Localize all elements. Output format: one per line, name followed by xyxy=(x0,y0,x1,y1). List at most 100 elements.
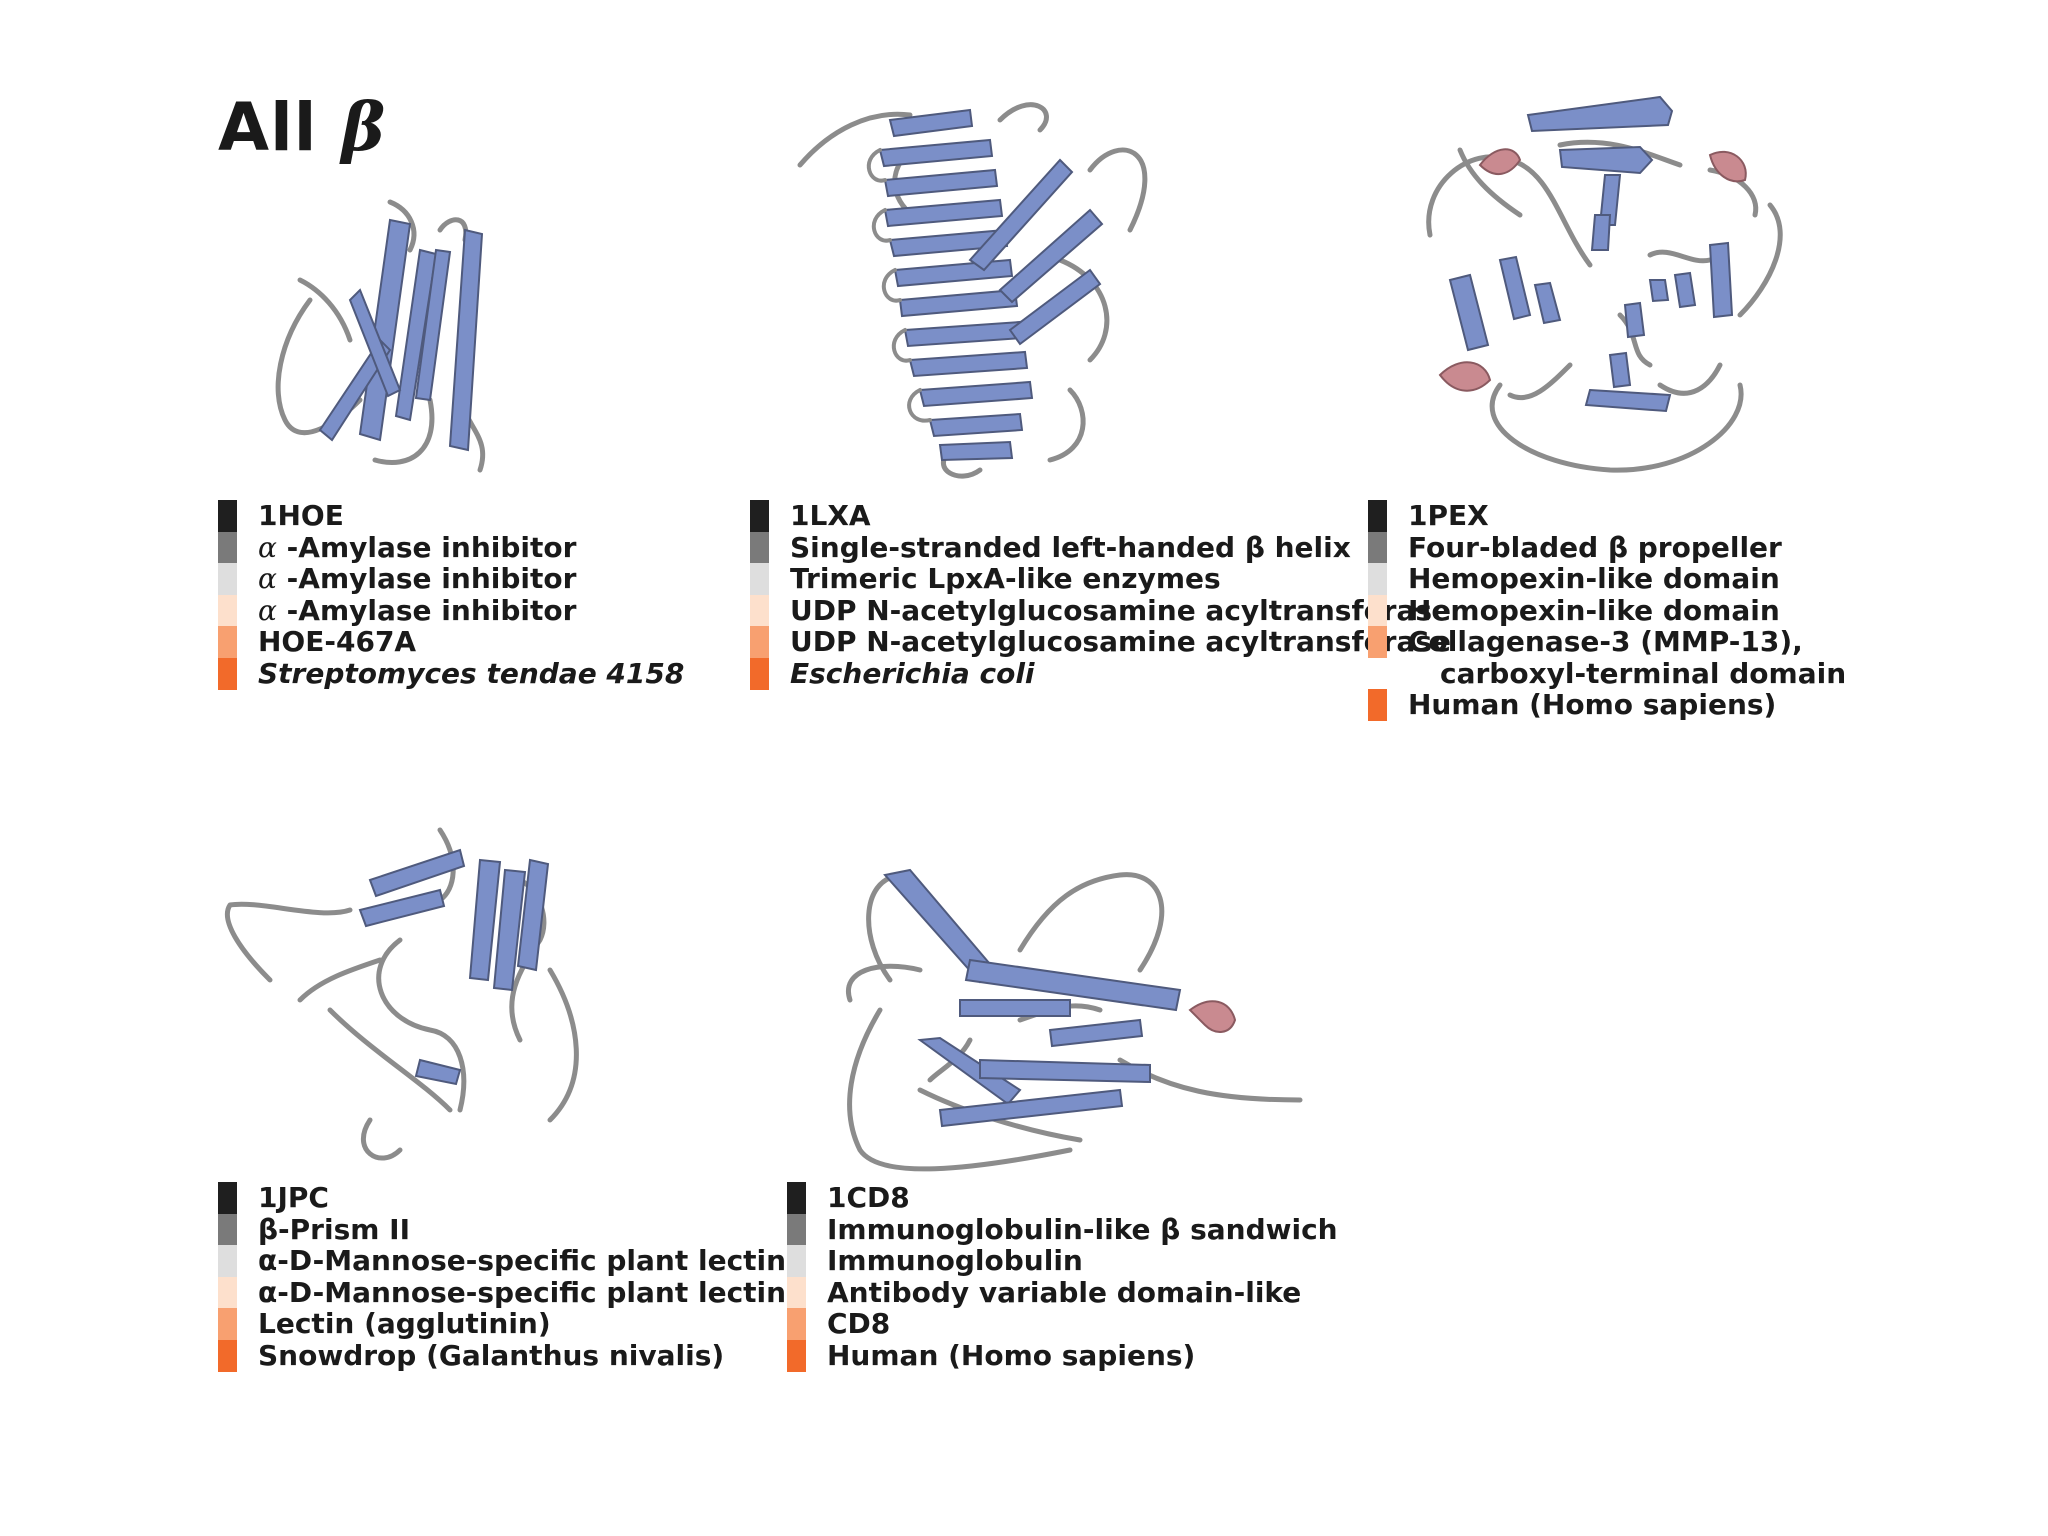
superfamily-label: α-D-Mannose-specific plant lectins xyxy=(258,1244,803,1278)
legend-row: α -Amylase inhibitor xyxy=(218,593,684,627)
species-label: Snowdrop (Galanthus nivalis) xyxy=(258,1338,725,1372)
level-swatch xyxy=(787,1308,806,1340)
level-swatch xyxy=(218,1245,237,1277)
protein-label: HOE-467A xyxy=(258,625,417,659)
family-label: Hemopexin-like domain xyxy=(1408,593,1780,627)
legend-row: 1CD8 xyxy=(787,1182,1338,1214)
structure-1hoe xyxy=(275,199,486,473)
family-label: UDP N-acetylglucosamine acyltransferase xyxy=(790,593,1451,627)
legend-row: UDP N-acetylglucosamine acyltransferase xyxy=(750,593,1451,627)
legend-row: Hemopexin-like domain xyxy=(1368,593,1846,627)
pdb-id: 1JPC xyxy=(258,1181,329,1214)
level-swatch xyxy=(1368,689,1387,721)
level-swatch xyxy=(1368,500,1387,532)
level-swatch xyxy=(218,500,237,532)
legend-row: UDP N-acetylglucosamine acyltransferase xyxy=(750,626,1451,658)
protein-label: Lectin (agglutinin) xyxy=(258,1307,551,1341)
legend-row: Four-bladed β propeller xyxy=(1368,530,1846,564)
species-label: Human (Homo sapiens) xyxy=(1408,688,1777,722)
legend-1cd8: 1CD8 Immunoglobulin-like β sandwich Immu… xyxy=(787,1182,1338,1372)
legend-row: Snowdrop (Galanthus nivalis) xyxy=(218,1340,803,1372)
greek-prefix: α xyxy=(258,530,277,564)
family-label: α-D-Mannose-specific plant lectins xyxy=(258,1275,803,1309)
fold-label: -Amylase inhibitor xyxy=(276,530,577,564)
species-label: Streptomyces tendae 4158 xyxy=(258,656,685,690)
level-swatch xyxy=(218,1339,237,1372)
superfamily-label: -Amylase inhibitor xyxy=(276,562,577,596)
level-swatch xyxy=(218,626,237,658)
legend-row: α-D-Mannose-specific plant lectins xyxy=(218,1245,803,1277)
level-swatch xyxy=(750,626,769,658)
structure-1jpc xyxy=(224,827,579,1161)
structure-1cd8 xyxy=(845,868,1303,1172)
legend-row: Antibody variable domain-like xyxy=(787,1275,1338,1309)
family-label: Antibody variable domain-like xyxy=(827,1275,1302,1309)
level-swatch xyxy=(750,594,769,627)
legend-1hoe: 1HOE α -Amylase inhibitor α -Amylase inh… xyxy=(218,500,684,690)
level-swatch xyxy=(750,657,769,690)
legend-row: Immunoglobulin xyxy=(787,1245,1338,1277)
structure-1lxa xyxy=(797,102,1148,479)
fold-label: β-Prism II xyxy=(258,1212,411,1246)
level-swatch xyxy=(218,1182,237,1214)
legend-1jpc: 1JPC β-Prism II α-D-Mannose-specific pla… xyxy=(218,1182,803,1372)
level-swatch xyxy=(1368,563,1387,595)
superfamily-label: Hemopexin-like domain xyxy=(1408,562,1780,596)
protein-label: Collagenase-3 (MMP-13), xyxy=(1408,625,1803,659)
species-label: Human (Homo sapiens) xyxy=(827,1338,1196,1372)
fold-label: Immunoglobulin-like β sandwich xyxy=(827,1212,1338,1246)
legend-row: Human (Homo sapiens) xyxy=(1368,689,1846,721)
level-swatch xyxy=(218,563,237,595)
figure-title: All β xyxy=(218,88,386,166)
legend-row: 1JPC xyxy=(218,1182,803,1214)
level-swatch xyxy=(1368,531,1387,564)
legend-row: α-D-Mannose-specific plant lectins xyxy=(218,1275,803,1309)
greek-prefix: α xyxy=(258,593,277,627)
greek-prefix: α xyxy=(258,562,277,596)
legend-row: Hemopexin-like domain xyxy=(1368,563,1846,595)
legend-1lxa: 1LXA Single-stranded left-handed β helix… xyxy=(750,500,1451,690)
legend-row: Immunoglobulin-like β sandwich xyxy=(787,1212,1338,1246)
level-swatch xyxy=(218,1276,237,1309)
legend-row: Single-stranded left-handed β helix xyxy=(750,530,1451,564)
figure-title-beta: β xyxy=(341,88,387,166)
legend-row: 1LXA xyxy=(750,500,1451,532)
level-swatch xyxy=(218,594,237,627)
level-swatch xyxy=(787,1213,806,1246)
legend-row: Human (Homo sapiens) xyxy=(787,1340,1338,1372)
level-swatch xyxy=(1368,626,1387,658)
superfamily-label: Immunoglobulin xyxy=(827,1244,1083,1278)
protein-label-line2: carboxyl-terminal domain xyxy=(1440,656,1847,690)
legend-row: Trimeric LpxA-like enzymes xyxy=(750,563,1451,595)
legend-row: β-Prism II xyxy=(218,1212,803,1246)
species-label: Escherichia coli xyxy=(790,656,1035,690)
level-swatch xyxy=(787,1339,806,1372)
legend-row: CD8 xyxy=(787,1308,1338,1340)
level-swatch xyxy=(218,1213,237,1246)
figure-title-text: All xyxy=(218,89,318,166)
legend-row: α -Amylase inhibitor xyxy=(218,563,684,595)
structure-1pex xyxy=(1426,95,1783,473)
level-swatch xyxy=(1368,594,1387,627)
legend-row: HOE-467A xyxy=(218,626,684,658)
legend-1pex: 1PEX Four-bladed β propeller Hemopexin-l… xyxy=(1368,500,1846,721)
pdb-id: 1PEX xyxy=(1408,499,1489,532)
legend-row: Lectin (agglutinin) xyxy=(218,1308,803,1340)
fold-label: Four-bladed β propeller xyxy=(1408,530,1782,564)
legend-row: Escherichia coli xyxy=(750,658,1451,690)
level-swatch xyxy=(218,657,237,690)
level-swatch xyxy=(218,531,237,564)
protein-label: UDP N-acetylglucosamine acyltransferase xyxy=(790,625,1451,659)
protein-label: CD8 xyxy=(827,1307,891,1341)
level-swatch xyxy=(750,531,769,564)
level-swatch xyxy=(787,1182,806,1214)
legend-row: 1HOE xyxy=(218,500,684,532)
legend-row: Collagenase-3 (MMP-13),carboxyl-terminal… xyxy=(1368,626,1846,689)
fold-label: Single-stranded left-handed β helix xyxy=(790,530,1351,564)
level-swatch xyxy=(218,1308,237,1340)
level-swatch xyxy=(787,1245,806,1277)
superfamily-label: Trimeric LpxA-like enzymes xyxy=(790,562,1221,596)
level-swatch xyxy=(750,563,769,595)
legend-row: 1PEX xyxy=(1368,500,1846,532)
legend-row: Streptomyces tendae 4158 xyxy=(218,658,684,690)
